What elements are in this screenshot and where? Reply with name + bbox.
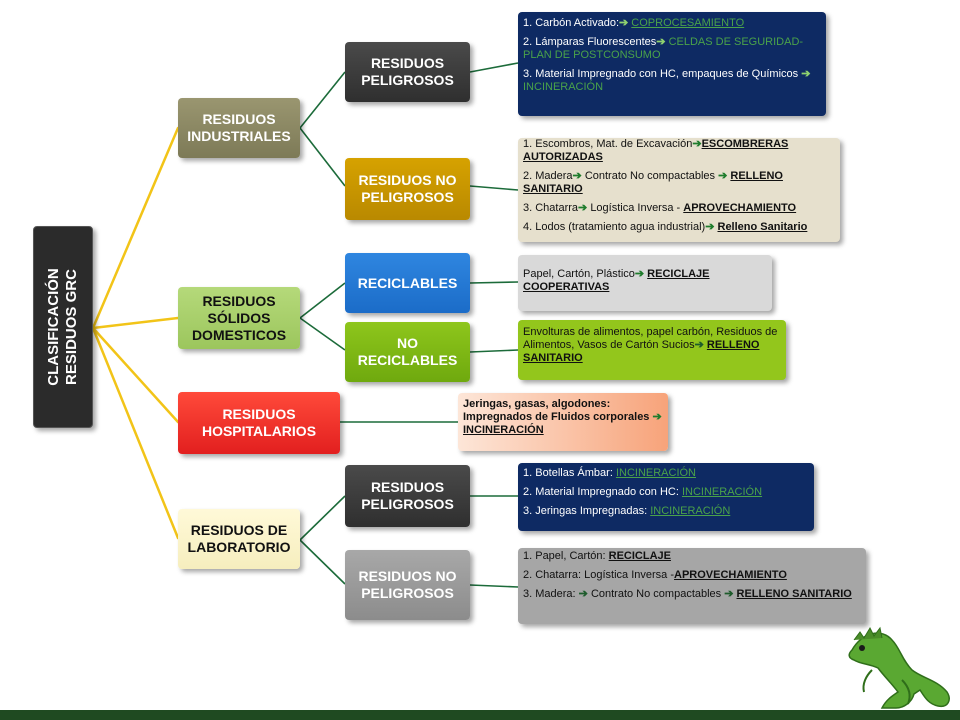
category-hospitalarios-label: RESIDUOS HOSPITALARIOS xyxy=(201,406,317,439)
arrow-right-icon: ➔ xyxy=(652,411,662,423)
connector-ind-nopel xyxy=(299,127,346,187)
category-laboratorio-label: RESIDUOS DE LABORATORIO xyxy=(187,522,291,555)
connector-ind-pel xyxy=(299,71,346,129)
root-node: CLASIFICACIÓN RESIDUOS GRC xyxy=(33,226,93,428)
reciclables-node: RECICLABLES xyxy=(345,253,470,313)
connector-root-laboratorio xyxy=(91,326,180,540)
laboratorio-no-peligrosos-details: 1. Papel, Cartón: RECICLAJE 2. Chatarra:… xyxy=(518,548,866,624)
connector-lab-nopel-det xyxy=(469,584,519,588)
ind-pel-item-3: 3. Material Impregnado con HC, empaques … xyxy=(523,68,811,93)
lab-pel-item-3: 3. Jeringas Impregnadas: INCINERACIÓN xyxy=(523,505,731,517)
arrow-right-icon: ➔ xyxy=(718,170,731,182)
connector-lab-pel xyxy=(299,495,346,541)
ind-nopel-item-1: 1. Escombros, Mat. de Excavación➔ESCOMBR… xyxy=(523,138,789,163)
industriales-no-peligrosos-node: RESIDUOS NO PELIGROSOS xyxy=(345,158,470,220)
arrow-right-icon: ➔ xyxy=(692,138,702,150)
laboratorio-peligrosos-label: RESIDUOS PELIGROSOS xyxy=(361,479,454,512)
ind-pel-item-2: 2. Lámparas Fluorescentes➔ CELDAS DE SEG… xyxy=(523,36,804,61)
hospitalarios-details: Jeringas, gasas, algodones: Impregnados … xyxy=(458,393,668,451)
connector-root-hospitalarios xyxy=(91,326,180,424)
reciclables-label: RECICLABLES xyxy=(357,274,458,291)
ind-nopel-item-3: 3. Chatarra➔ Logística Inversa - APROVEC… xyxy=(523,202,797,214)
connector-lab-nopel xyxy=(299,539,346,585)
no-reciclables-label: NO RECICLABLES xyxy=(357,335,458,368)
ind-pel-item-1: 1. Carbón Activado:➔ COPROCESAMIENTO xyxy=(523,17,745,29)
no-reciclables-details: Envolturas de alimentos, papel carbón, R… xyxy=(518,320,786,380)
arrow-right-icon: ➔ xyxy=(656,36,669,48)
connector-dom-norec xyxy=(299,317,346,351)
bottom-bar xyxy=(0,710,960,720)
industriales-peligrosos-label: RESIDUOS PELIGROSOS xyxy=(361,55,454,88)
industriales-peligrosos-node: RESIDUOS PELIGROSOS xyxy=(345,42,470,102)
lab-nopel-item-3: 3. Madera: ➔ Contrato No compactables ➔ … xyxy=(523,588,852,600)
connector-dom-rec xyxy=(299,282,346,319)
lab-nopel-item-2: 2. Chatarra: Logística Inversa -APROVECH… xyxy=(523,569,787,581)
category-industriales-label: RESIDUOS INDUSTRIALES xyxy=(187,111,291,144)
laboratorio-no-peligrosos-node: RESIDUOS NO PELIGROSOS xyxy=(345,550,470,620)
lab-nopel-item-1: 1. Papel, Cartón: RECICLAJE xyxy=(523,550,671,562)
category-hospitalarios: RESIDUOS HOSPITALARIOS xyxy=(178,392,340,454)
connector-ind-nopel-det xyxy=(469,185,519,191)
connector-root-domesticos xyxy=(91,316,180,330)
no-reciclables-node: NO RECICLABLES xyxy=(345,322,470,382)
connector-root-industriales xyxy=(91,126,180,330)
arrow-right-icon: ➔ xyxy=(578,588,591,600)
connector-ind-pel-det xyxy=(469,62,519,73)
root-label: CLASIFICACIÓN RESIDUOS GRC xyxy=(45,268,80,386)
category-laboratorio: RESIDUOS DE LABORATORIO xyxy=(178,509,300,569)
arrow-right-icon: ➔ xyxy=(578,202,591,214)
arrow-right-icon: ➔ xyxy=(634,268,648,280)
arrow-right-icon: ➔ xyxy=(619,17,632,29)
industriales-peligrosos-details: 1. Carbón Activado:➔ COPROCESAMIENTO 2. … xyxy=(518,12,826,116)
arrow-right-icon: ➔ xyxy=(694,339,707,351)
arrow-right-icon: ➔ xyxy=(572,170,585,182)
industriales-no-peligrosos-label: RESIDUOS NO PELIGROSOS xyxy=(358,172,457,205)
connector-dom-rec-det xyxy=(469,281,519,284)
laboratorio-peligrosos-details: 1. Botellas Ámbar: INCINERACIÓN 2. Mater… xyxy=(518,463,814,531)
connector-dom-norec-det xyxy=(469,349,519,353)
arrow-right-icon: ➔ xyxy=(801,68,811,80)
ind-nopel-item-4: 4. Lodos (tratamiento agua industrial)➔ … xyxy=(523,221,808,233)
category-domesticos-label: RESIDUOS SÓLIDOS DOMESTICOS xyxy=(191,292,287,343)
arrow-right-icon: ➔ xyxy=(724,588,737,600)
industriales-no-peligrosos-details: 1. Escombros, Mat. de Excavación➔ESCOMBR… xyxy=(518,138,840,242)
arrow-right-icon: ➔ xyxy=(705,221,718,233)
reciclables-details: Papel, Cartón, Plástico➔ RECICLAJE COOPE… xyxy=(518,255,772,311)
ind-nopel-item-2: 2. Madera➔ Contrato No compactables ➔ RE… xyxy=(523,170,783,195)
category-industriales: RESIDUOS INDUSTRIALES xyxy=(178,98,300,158)
iguana-mascot-icon xyxy=(848,626,950,709)
lab-pel-item-2: 2. Material Impregnado con HC: INCINERAC… xyxy=(523,486,763,498)
lab-pel-item-1: 1. Botellas Ámbar: INCINERACIÓN xyxy=(523,467,696,479)
laboratorio-peligrosos-node: RESIDUOS PELIGROSOS xyxy=(345,465,470,527)
laboratorio-no-peligrosos-label: RESIDUOS NO PELIGROSOS xyxy=(358,568,457,601)
category-domesticos: RESIDUOS SÓLIDOS DOMESTICOS xyxy=(178,287,300,349)
